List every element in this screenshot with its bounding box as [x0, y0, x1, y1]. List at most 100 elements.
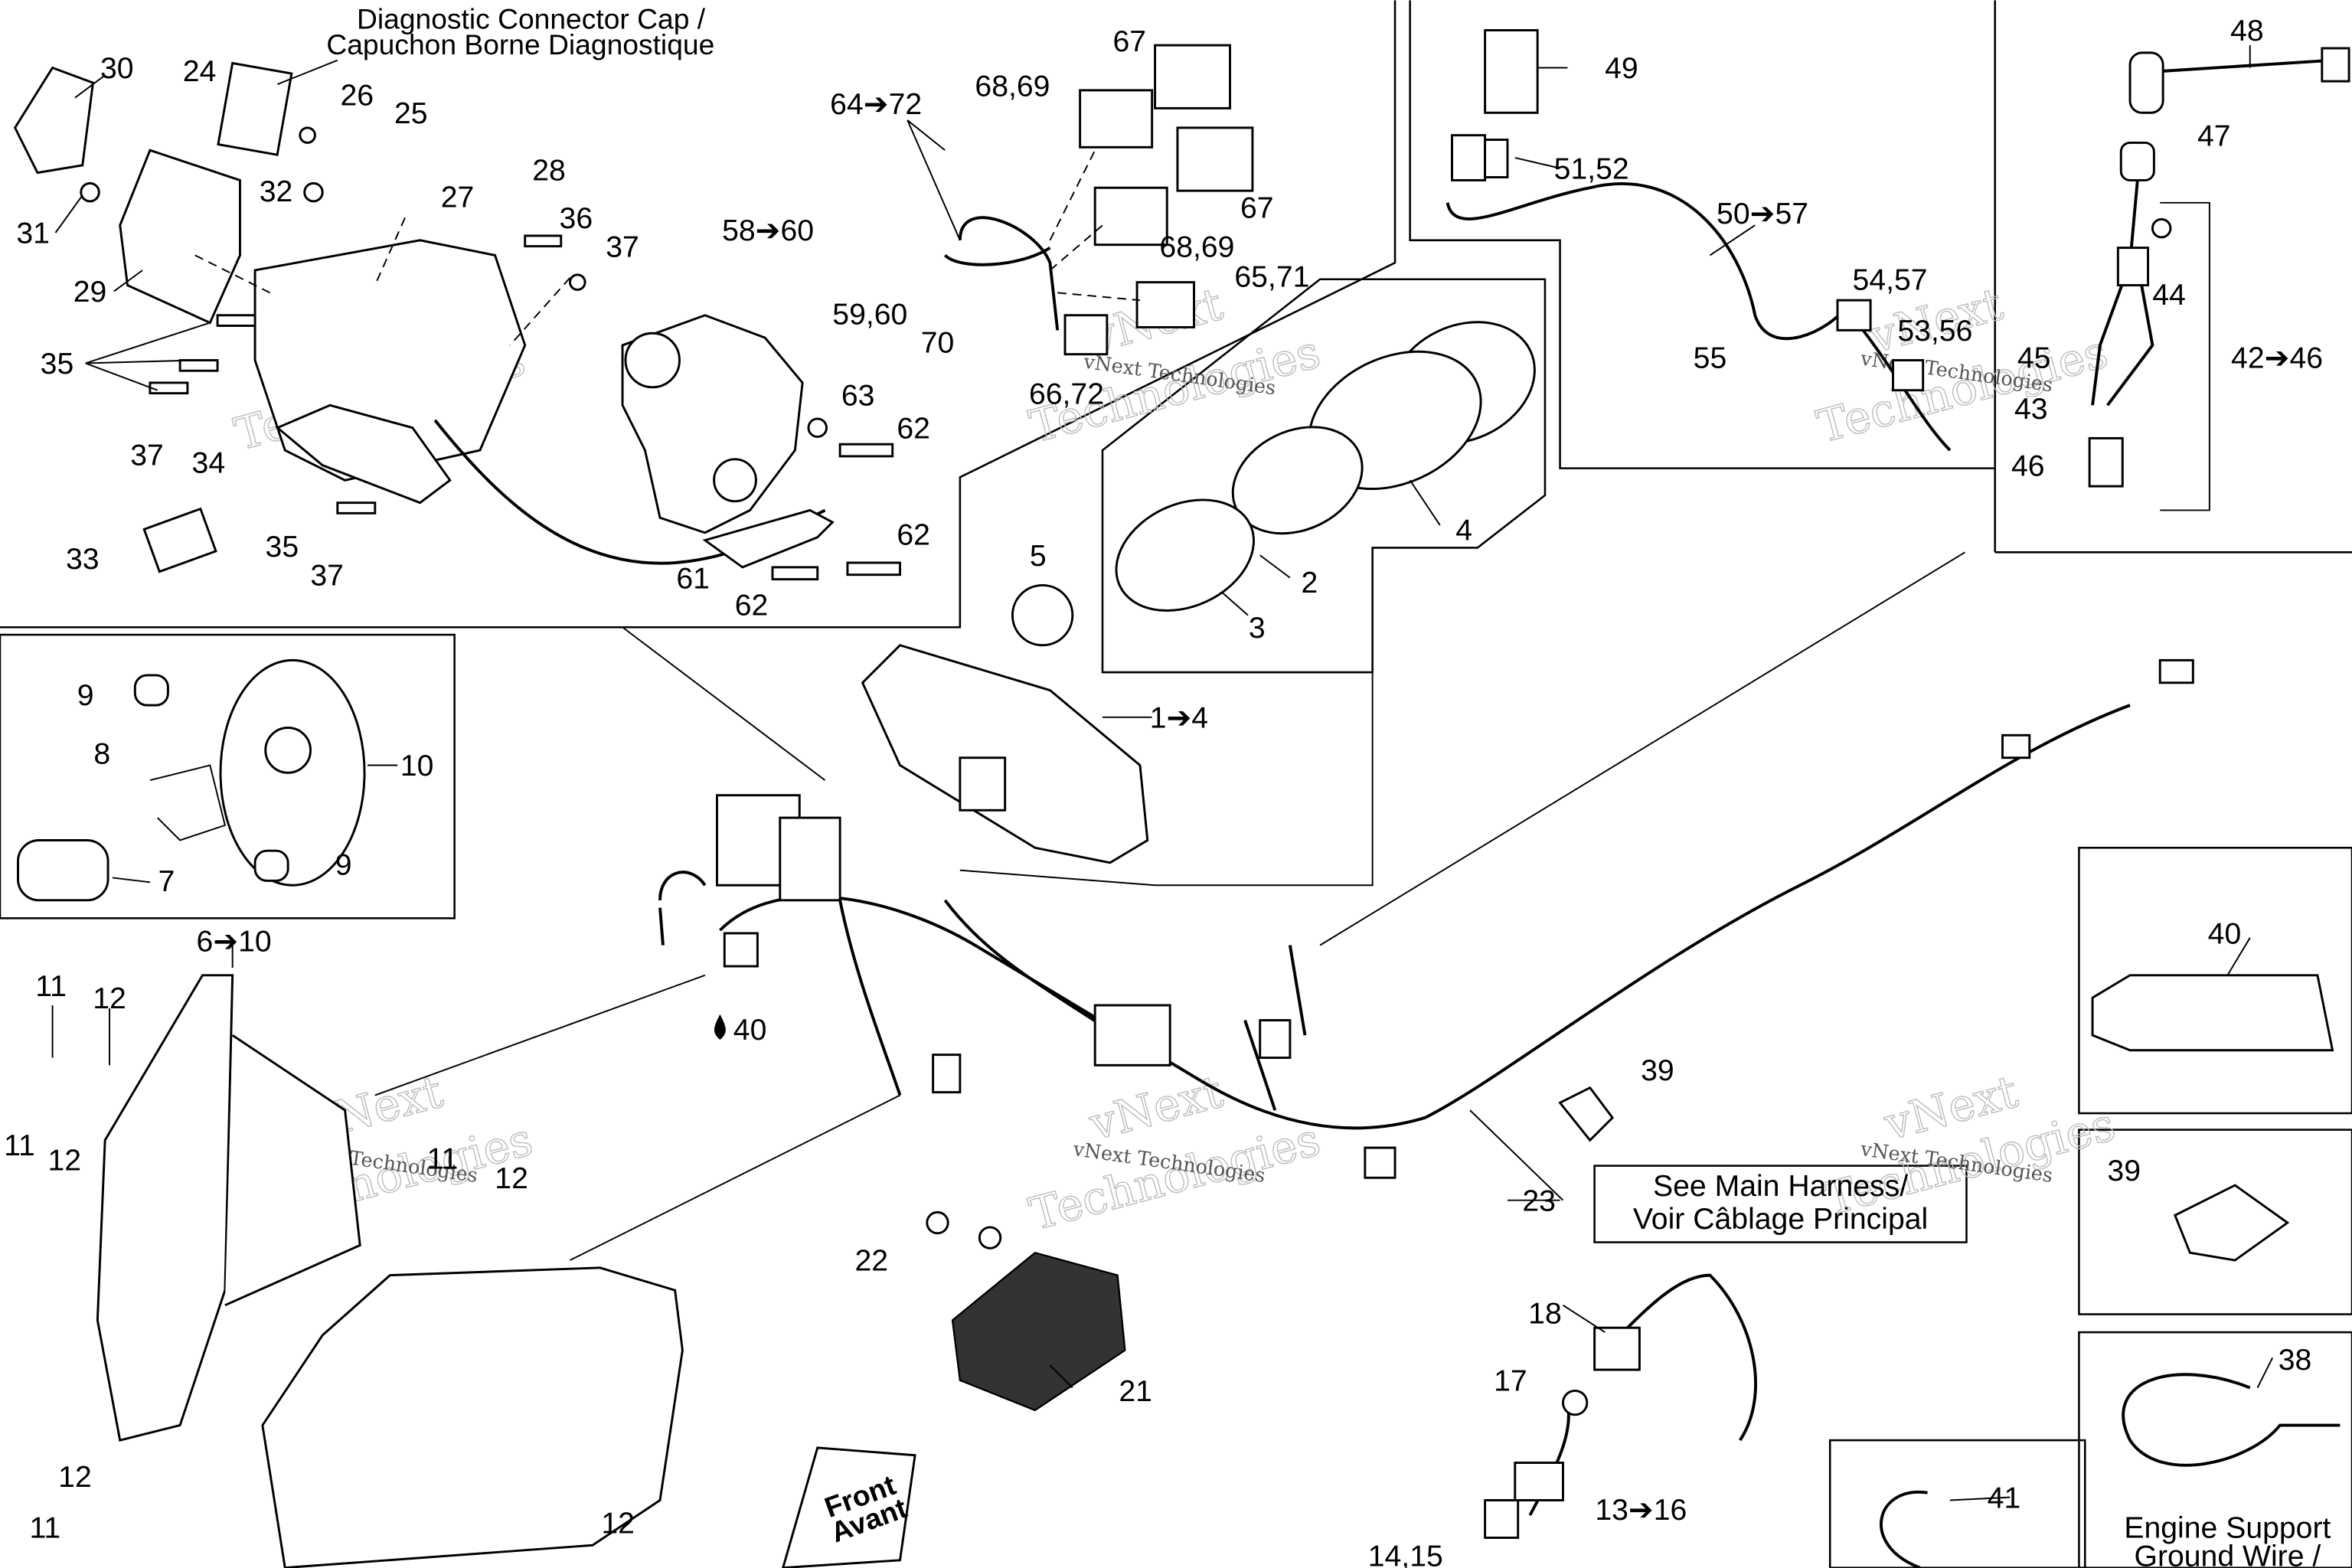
callout: 25: [394, 97, 428, 130]
part-55-harness: [1446, 182, 1952, 452]
callout: 17: [1494, 1364, 1527, 1397]
callout: 62: [897, 519, 930, 552]
part-30-cap: [13, 66, 95, 175]
callout: 32: [260, 175, 293, 208]
part-21-regulator: [951, 1251, 1126, 1412]
callout: 31: [16, 217, 50, 250]
callout: 66,72: [1029, 377, 1104, 410]
callout: 64➔72: [830, 88, 922, 121]
callout: 41: [1988, 1481, 2021, 1514]
callout: 67: [1240, 191, 1274, 224]
callout: 12: [495, 1162, 528, 1195]
part-48-cap: [2128, 51, 2164, 114]
callout: 24: [183, 55, 217, 88]
callout: 14,15: [1368, 1540, 1443, 1568]
title-line2: Capuchon Borne Diagnostique: [326, 28, 714, 60]
part-40-tube: [2091, 974, 2334, 1052]
part-5-logo: [1011, 583, 1074, 647]
front-arrow: [782, 1446, 916, 1568]
callout: 10: [400, 750, 434, 782]
callout: 13➔16: [1595, 1494, 1687, 1527]
callout: 58➔60: [722, 214, 814, 247]
part-48-wire: [2145, 58, 2333, 74]
callout: 68,69: [975, 70, 1050, 103]
callout: 12: [47, 1144, 81, 1177]
callout: 61: [676, 562, 710, 595]
callout: 62: [735, 590, 769, 622]
callout: 23: [1522, 1184, 1556, 1217]
ground-wire-label: Ground Wire /: [2134, 1540, 2321, 1568]
callout: 68,69: [1159, 230, 1234, 263]
part-33-sensor: [142, 507, 217, 573]
callout-labels: 30 24 26 25 32 27 28 36 37 31 2 9 35 37 3…: [4, 15, 2331, 1568]
callout: 7: [158, 865, 175, 898]
callout: 59,60: [832, 299, 907, 332]
part-49-socket: [1484, 29, 1539, 114]
part-39-clip: [1558, 1086, 1615, 1142]
part-3-gasket: [1115, 498, 1255, 612]
callout: 40: [733, 1014, 767, 1047]
watermarks: vNext Technologies vNext Technologies vN…: [229, 276, 2122, 1241]
callout: 70: [921, 327, 955, 360]
part-67-relay: [1154, 44, 1231, 109]
callout: 21: [1119, 1375, 1152, 1408]
callout: 11: [29, 1511, 60, 1544]
part-13-switch: [1514, 1462, 1564, 1501]
callout: 37: [606, 230, 639, 263]
callout: 4: [1455, 514, 1472, 547]
callout: 43: [2014, 393, 2048, 426]
callout: 9: [335, 849, 352, 882]
callout: 34: [192, 446, 226, 479]
callout: 67: [1112, 25, 1146, 58]
part-47-boot: [2119, 141, 2155, 181]
callout: 27: [441, 181, 475, 214]
callout: 11: [35, 970, 67, 1003]
callout: 46: [2011, 449, 2045, 482]
part-67-relay-b: [1176, 126, 1254, 192]
callout: 62: [897, 412, 930, 445]
part-24-connector: [217, 61, 293, 156]
part-29-bracket: [119, 149, 241, 325]
callout: 40: [2208, 918, 2242, 951]
callout: 30: [100, 52, 134, 85]
part-34-mount: [275, 403, 452, 505]
callout: 1➔4: [1150, 702, 1208, 735]
callout: 53,56: [1897, 315, 1972, 348]
part-46-connector: [2088, 436, 2124, 488]
part-68-socket-b: [1093, 186, 1168, 247]
callout: 2: [1301, 567, 1318, 599]
see-main-harness-label: See Main Harness/: [1653, 1170, 1908, 1203]
callout: 55: [1694, 341, 1727, 374]
callout: 50➔57: [1717, 198, 1808, 230]
part-65-connector: [1135, 281, 1195, 328]
callout: 47: [2197, 119, 2231, 152]
callout: 65,71: [1234, 261, 1309, 294]
callout: 37: [310, 559, 344, 592]
part-6-headlight-b: [261, 1266, 684, 1568]
callout: 63: [841, 379, 875, 412]
callout: 54,57: [1853, 263, 1928, 296]
title-line1: Diagnostic Connector Cap /: [357, 3, 706, 35]
engine-support-label: Engine Support: [2124, 1511, 2331, 1544]
callout: 36: [560, 202, 593, 235]
leader-lines: [51, 45, 2274, 1501]
callout: 37: [130, 439, 164, 472]
callout: 28: [532, 154, 566, 187]
callout: 12: [601, 1508, 635, 1540]
callout: 35: [266, 531, 299, 564]
callout: 6➔10: [197, 925, 272, 958]
callout: 42➔46: [2231, 341, 2323, 374]
part-18-cap: [1593, 1326, 1641, 1371]
part-7-bulb: [17, 838, 109, 902]
callout: 5: [1030, 540, 1047, 573]
callout: 26: [340, 79, 374, 112]
svg-text:Technologies: Technologies: [1024, 1112, 1326, 1240]
callout: 45: [2017, 341, 2051, 374]
callout: 22: [854, 1245, 888, 1278]
part-41-wire: [1880, 1490, 1928, 1568]
callout: 49: [1605, 52, 1638, 85]
part-6-headlight: [96, 974, 234, 1442]
callout: 39: [1641, 1054, 1674, 1087]
callout: 51,52: [1554, 152, 1629, 185]
